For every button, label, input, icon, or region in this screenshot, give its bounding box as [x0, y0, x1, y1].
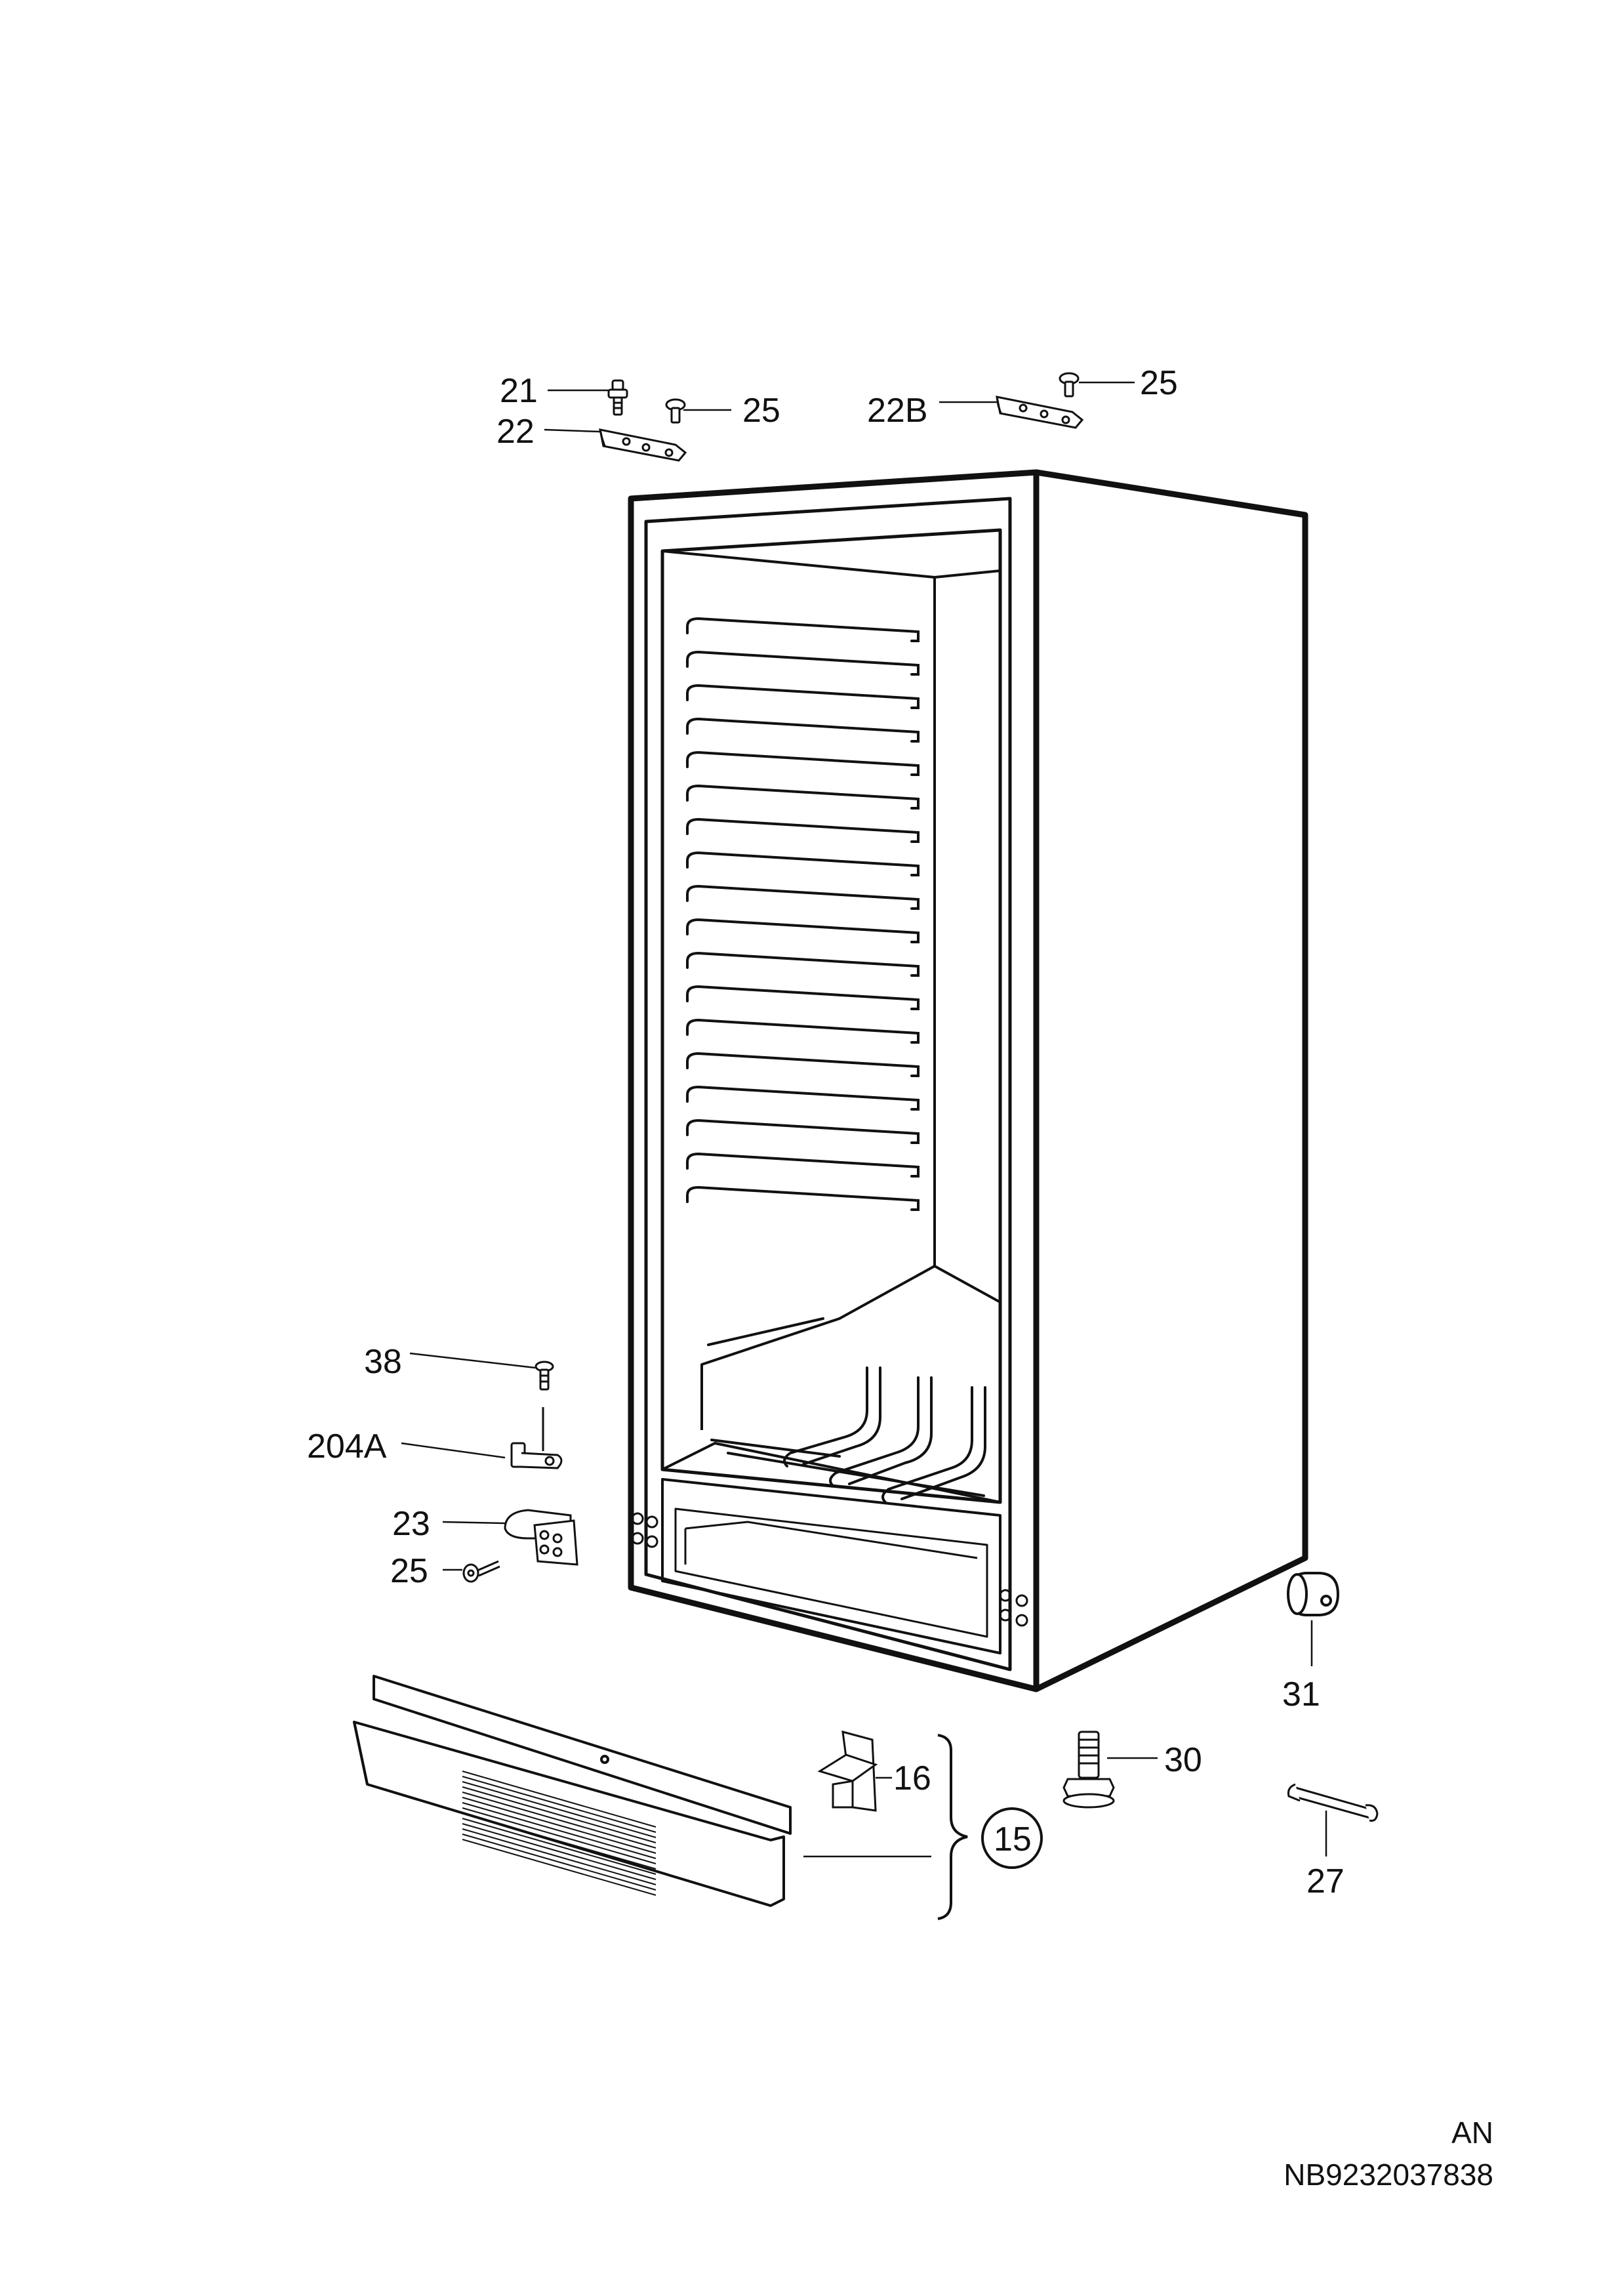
label-part-38: 38 — [364, 1343, 402, 1381]
grille-slat — [462, 1781, 657, 1838]
label-part-27: 27 — [1306, 1862, 1345, 1900]
grille-slat — [462, 1802, 657, 1859]
label-part-16: 16 — [893, 1759, 931, 1797]
label-part-15: 15 — [994, 1820, 1032, 1858]
grille-slat — [462, 1813, 657, 1870]
label-part-22b: 22B — [867, 392, 928, 430]
grille-slat — [462, 1771, 657, 1828]
shelf-guide-rail — [686, 717, 920, 743]
cabinet-back-wall-right — [934, 569, 1001, 1303]
shelf-guide-rail — [686, 617, 920, 642]
shelf-guide-rail — [686, 650, 920, 676]
label-part-25-top-left: 25 — [742, 392, 780, 430]
grille-slat — [462, 1792, 657, 1849]
part-31-foot-cap — [1287, 1572, 1340, 1616]
shelf-guide-rail — [686, 918, 920, 943]
part-22b-hinge-plate — [996, 396, 1084, 429]
part-204a-hinge-pin — [510, 1407, 563, 1469]
cabinet-front-frame — [628, 469, 1040, 1692]
part-25-screw-top-left — [665, 398, 686, 424]
document-code: NB9232037838 — [1284, 2158, 1493, 2192]
cabinet-liner — [660, 528, 1002, 1504]
label-part-22: 22 — [496, 413, 535, 451]
label-part-23: 23 — [392, 1505, 430, 1543]
label-part-25-top-right: 25 — [1140, 364, 1178, 402]
part-16-bracket — [817, 1730, 878, 1812]
shelf-guide-rail — [686, 851, 920, 876]
shelf-guide-rail — [686, 1118, 920, 1144]
part-21-hinge-pin — [607, 379, 628, 416]
group-15-circle — [981, 1807, 1043, 1869]
kick-plate-top-strip — [373, 1675, 792, 1835]
cabinet-side-panel — [1035, 469, 1308, 1692]
grille-slat — [462, 1839, 657, 1896]
bottom-drawer-inner — [684, 1521, 978, 1565]
grille-slat — [462, 1786, 657, 1843]
shelf-guide-rail — [686, 684, 920, 709]
cabinet — [628, 469, 1308, 1692]
kick-plate-grille — [353, 1675, 792, 1907]
label-part-30: 30 — [1164, 1741, 1202, 1779]
bottom-compartment — [661, 1478, 1001, 1654]
shelf-guide-rail — [686, 985, 920, 1010]
part-23-hinge-bracket — [504, 1509, 578, 1566]
part-22-hinge-plate — [599, 428, 687, 462]
shelf-guide-rail — [686, 784, 920, 810]
grille-slat — [462, 1776, 657, 1833]
label-part-25-bottom: 25 — [390, 1552, 428, 1590]
shelf-guide-rail — [686, 1152, 920, 1178]
grille-slats — [462, 1771, 657, 1896]
part-30-adjustable-foot — [1062, 1731, 1115, 1809]
shelf-guide-rail — [686, 817, 920, 843]
grille-slat — [462, 1797, 657, 1854]
grille-slat — [462, 1807, 657, 1864]
shelf-guide-rail — [686, 1052, 920, 1077]
shelf-guide-rail — [686, 1018, 920, 1044]
grille-slat — [462, 1834, 657, 1891]
shelf-guide-rail — [686, 1185, 920, 1211]
leader-lines — [401, 381, 1327, 1858]
label-part-21: 21 — [500, 372, 538, 410]
part-25-screw-top-right — [1059, 372, 1080, 398]
part-38-screw — [535, 1361, 554, 1391]
shelf-guide-rail — [686, 1085, 920, 1111]
group-15-brace — [937, 1734, 968, 1920]
grille-slat — [462, 1818, 657, 1875]
label-part-31: 31 — [1282, 1675, 1320, 1713]
shelf-guides — [686, 617, 920, 1211]
part-labels: 21 22 25 22B 25 38 204A 23 25 31 16 15 3… — [307, 364, 1345, 1900]
bottom-drawer-recess — [674, 1507, 988, 1638]
part-25-screw-bottom — [462, 1560, 500, 1583]
grille-slat — [462, 1823, 657, 1880]
label-part-204a: 204A — [307, 1427, 387, 1466]
cabinet-back-wall — [662, 550, 936, 1430]
region-code: AN — [1451, 2116, 1493, 2150]
shelf-guide-rail — [686, 884, 920, 910]
shelf-guide-rail — [686, 750, 920, 776]
cabinet-inner-frame — [644, 497, 1012, 1671]
part-27-spanner — [1287, 1783, 1379, 1822]
frame-hinge-holes — [631, 1512, 1028, 1627]
grille-slat — [462, 1828, 657, 1885]
evaporator-coils — [707, 1317, 986, 1504]
shelf-guide-rail — [686, 951, 920, 977]
